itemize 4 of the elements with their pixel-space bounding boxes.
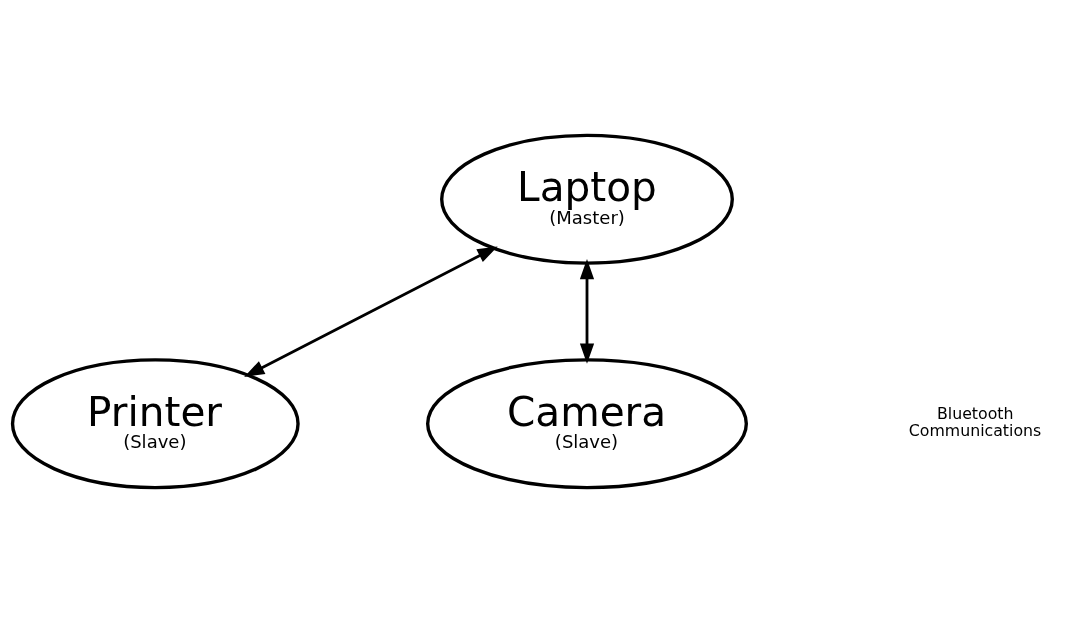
node-ellipse: Camera (Slave) xyxy=(426,357,748,489)
arrow xyxy=(579,258,595,364)
arrow xyxy=(244,245,498,377)
label: Bluetooth Communications xyxy=(908,403,1042,440)
